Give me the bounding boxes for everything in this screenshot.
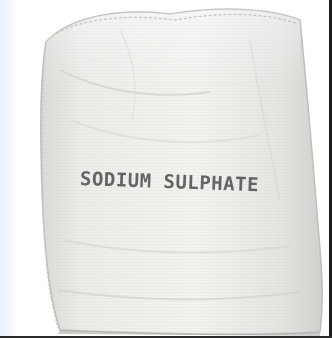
fold-crease xyxy=(249,39,281,201)
fold-crease xyxy=(63,239,291,254)
side-seam xyxy=(41,51,59,329)
fold-crease xyxy=(69,119,261,144)
top-seam xyxy=(51,13,299,37)
frame-border-bottom xyxy=(0,336,332,338)
bottom-shadow xyxy=(58,330,320,336)
frame-border-right xyxy=(329,0,332,338)
background-glow xyxy=(0,0,18,338)
fold-crease xyxy=(59,69,211,96)
fold-crease xyxy=(119,29,136,121)
fold-crease xyxy=(57,289,301,301)
